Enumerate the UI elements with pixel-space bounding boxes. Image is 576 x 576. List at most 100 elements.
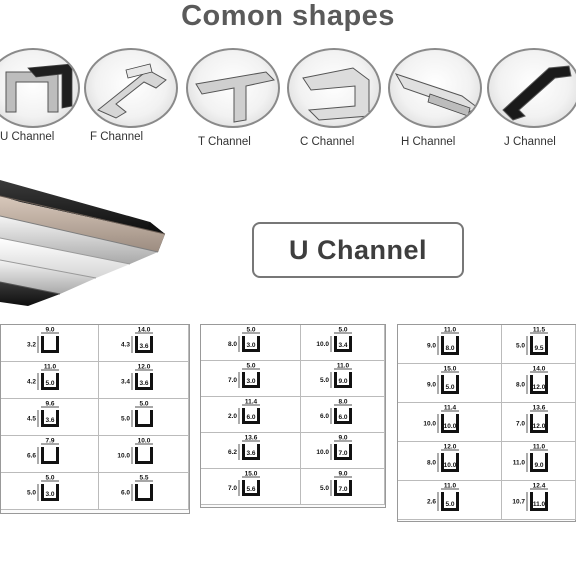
dim-inner-label: 6.0 (338, 414, 347, 421)
dim-height-label: 5.0 (320, 377, 329, 384)
dim-height-label: 8.0 (228, 341, 237, 348)
dim-inner-label: 5.0 (45, 380, 54, 387)
dim-height-label: 2.6 (427, 499, 436, 506)
dim-width-label: 13.6 (533, 405, 546, 412)
dim-width-label: 14.0 (138, 327, 151, 334)
shape-label: J Channel (504, 136, 556, 148)
dim-width-label: 11.4 (245, 399, 258, 406)
dim-height-label: 10.0 (316, 449, 329, 456)
dim-width-label: 11.0 (337, 363, 350, 370)
dim-inner-label: 3.0 (246, 342, 255, 349)
u-channel-heading: U Channel (252, 222, 464, 278)
dim-width-label: 14.0 (533, 366, 546, 373)
u-channel-diagram-icon: 5.0 8.0 3.0 (228, 327, 260, 352)
dim-width-label: 12.4 (533, 483, 546, 490)
dim-width-label: 5.0 (45, 475, 54, 482)
j-channel-profile-icon (502, 65, 572, 121)
u-channel-diagram-icon: 7.96.6 (27, 438, 59, 464)
dim-inner-label: 3.6 (139, 380, 148, 387)
u-channel-diagram-icon: 9.03.2 (27, 327, 59, 353)
dim-height-label: 10.0 (316, 341, 329, 348)
shape-label: F Channel (90, 131, 144, 143)
dim-height-label: 4.2 (27, 379, 36, 386)
dim-inner-label: 10.0 (444, 462, 457, 469)
dim-height-label: 7.0 (228, 485, 237, 492)
dim-height-label: 10.0 (423, 421, 436, 428)
dim-height-label: 7.0 (228, 377, 237, 384)
dim-inner-label: 11.0 (533, 501, 546, 508)
spec-cell: 15.0 7.0 5.6 (201, 469, 301, 505)
spec-cell: 11.4 2.0 6.0 (201, 397, 301, 433)
dim-width-label: 11.0 (444, 483, 457, 490)
shape-label: U Channel (0, 131, 55, 143)
dim-height-label: 8.0 (516, 382, 525, 389)
dim-width-label: 9.0 (338, 435, 347, 442)
dim-inner-label: 6.0 (246, 414, 255, 421)
u-channel-diagram-icon: 5.05.0 (121, 401, 153, 427)
dim-height-label: 4.5 (27, 416, 36, 423)
dim-height-label: 2.0 (228, 413, 237, 420)
dim-height-label: 6.0 (320, 413, 329, 420)
dim-inner-label: 3.6 (139, 343, 148, 350)
shape-thumb-4 (287, 48, 381, 128)
u-channel-diagram-icon: 11.0 4.2 5.0 (27, 364, 59, 390)
dim-height-label: 6.6 (27, 453, 36, 460)
dim-width-label: 9.0 (338, 471, 347, 478)
spec-cell: 12.0 3.4 3.6 (99, 362, 189, 399)
dim-height-label: 4.3 (121, 342, 130, 349)
dim-height-label: 6.0 (121, 490, 130, 497)
dim-inner-label: 5.0 (445, 384, 454, 391)
shape-thumb-1 (0, 48, 80, 128)
dim-inner-label: 8.0 (445, 345, 454, 352)
dim-width-label: 12.0 (444, 444, 457, 451)
dim-width-label: 5.0 (246, 363, 255, 370)
shape-label: C Channel (300, 136, 355, 148)
dim-width-label: 11.0 (44, 364, 57, 371)
dim-width-label: 5.5 (139, 475, 148, 482)
dim-inner-label: 3.0 (45, 491, 54, 498)
shape-thumb-2 (84, 48, 178, 128)
dim-width-label: 12.0 (138, 364, 151, 371)
dim-width-label: 13.6 (245, 435, 258, 442)
dim-inner-label: 12.0 (533, 423, 546, 430)
dim-inner-label: 5.6 (246, 486, 255, 493)
u-channel-diagram-icon: 15.0 7.0 5.6 (228, 471, 260, 496)
t-channel-profile-icon (195, 71, 276, 123)
dim-height-label: 11.0 (513, 460, 526, 467)
u-channel-diagram-icon: 10.010.0 (117, 438, 153, 464)
dim-inner-label: 9.0 (534, 462, 543, 469)
shape-thumb-3 (186, 48, 280, 128)
dim-width-label: 9.6 (45, 401, 54, 408)
dim-inner-label: 10.0 (444, 423, 457, 430)
dim-width-label: 5.0 (246, 327, 255, 334)
page-title: Comon shapes (181, 0, 395, 32)
dim-width-label: 15.0 (245, 471, 258, 478)
u-channel-diagram-icon: 11.4 2.0 6.0 (228, 399, 260, 424)
dim-height-label: 3.4 (121, 379, 130, 386)
spec-cell: 14.0 4.3 3.6 (99, 325, 189, 362)
